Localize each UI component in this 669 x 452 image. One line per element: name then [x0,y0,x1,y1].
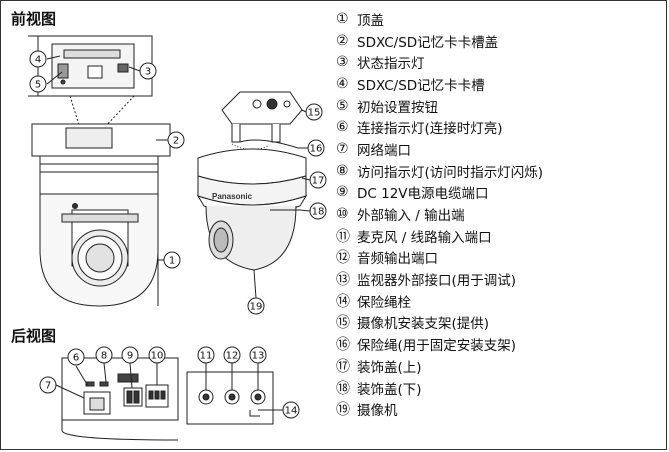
callout-19: 19 [250,302,263,313]
front-camera-body [31,123,171,307]
rear-panel [61,357,179,441]
callout-12: 12 [226,351,239,362]
callout-15: 15 [308,108,321,119]
callout-1: 1 [169,256,175,267]
callout-16: 16 [310,144,323,155]
callout-4: 4 [35,55,41,66]
callout-9: 9 [127,351,133,362]
callout-3: 3 [145,67,151,78]
callout-11: 11 [200,351,213,362]
mount-bracket [221,91,303,143]
callout-17: 17 [312,176,325,187]
callout-6: 6 [73,353,79,364]
brand-label: Panasonic [212,192,253,201]
rear-view-title: 后视图 [11,327,57,345]
callout-7: 7 [45,381,51,392]
callout-2: 2 [173,136,179,147]
audio-panel [186,371,274,425]
callout-14: 14 [285,406,298,417]
callout-10: 10 [151,351,164,362]
callout-5: 5 [35,80,41,91]
callout-13: 13 [252,351,265,362]
iso-camera-body [196,148,308,271]
callout-18: 18 [312,207,325,218]
sd-slot-closeup [28,35,153,97]
callout-8: 8 [101,351,107,362]
front-view-title: 前视图 [11,10,57,28]
